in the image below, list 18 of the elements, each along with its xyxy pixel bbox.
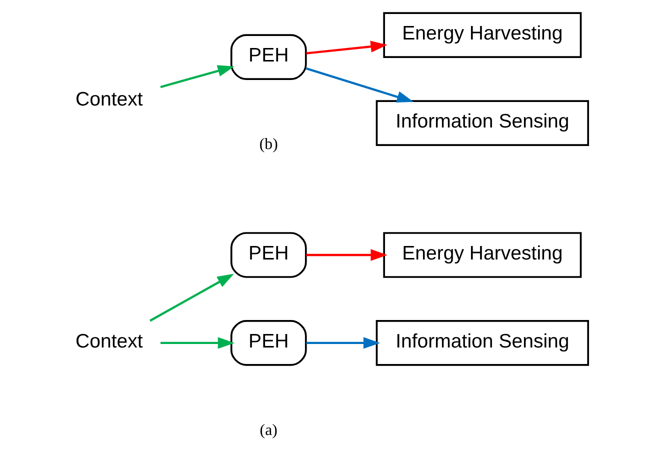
label: (b) (259, 136, 278, 154)
node-text: Context (76, 88, 143, 111)
node-box: PEH (230, 320, 307, 366)
node-box: Energy Harvesting (383, 232, 582, 278)
arrow (306, 40, 388, 54)
arrow (160, 65, 234, 88)
label: (a) (260, 422, 278, 440)
node-box: PEH (230, 34, 307, 80)
arrow (150, 274, 234, 322)
node-box: Energy Harvesting (383, 12, 582, 58)
arrow (306, 67, 414, 103)
node-box: Information Sensing (376, 100, 590, 146)
node-box: PEH (230, 232, 307, 278)
node-box: Information Sensing (376, 320, 590, 366)
arrow (306, 337, 380, 349)
arrow (306, 249, 388, 261)
node-text: Context (76, 330, 143, 353)
arrow (160, 337, 235, 349)
